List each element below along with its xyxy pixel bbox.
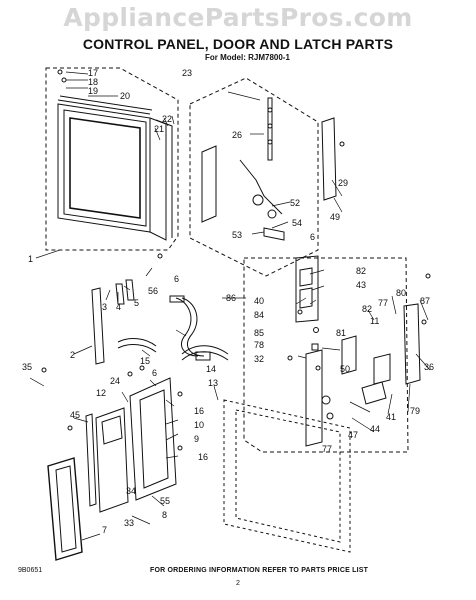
callout-15: 15 <box>140 356 150 366</box>
callout-22: 22 <box>162 114 172 124</box>
hinge-plate-right <box>321 117 337 201</box>
hinge-bracket <box>201 145 285 241</box>
screws <box>41 69 431 451</box>
callout-16b: 16 <box>198 452 208 462</box>
hinge-assembly-outline <box>189 77 319 277</box>
callout-50: 50 <box>340 364 350 374</box>
callout-49: 49 <box>330 212 340 222</box>
callout-3: 3 <box>102 302 107 312</box>
touch-keypad <box>95 407 129 513</box>
callout-32: 32 <box>254 354 264 364</box>
callout-17: 17 <box>88 68 98 78</box>
callout-4: 4 <box>116 302 121 312</box>
callout-79: 79 <box>410 406 420 416</box>
callout-54: 54 <box>292 218 302 228</box>
callout-7: 7 <box>102 525 107 535</box>
cavity-front-frame <box>223 399 351 553</box>
callout-84: 84 <box>254 310 264 320</box>
callout-77b: 77 <box>322 444 332 454</box>
callout-87: 87 <box>420 296 430 306</box>
callout-11: 11 <box>370 316 379 326</box>
leader-lines <box>29 71 431 541</box>
callout-78: 78 <box>254 340 264 350</box>
callout-34: 34 <box>126 486 136 496</box>
control-panel-frame <box>47 457 83 561</box>
callout-24: 24 <box>110 376 120 386</box>
callout-56: 56 <box>148 286 158 296</box>
callout-20: 20 <box>120 91 130 101</box>
callout-41: 41 <box>386 412 396 422</box>
watermark-text: AppliancePartsPros.com <box>63 3 413 32</box>
callout-82b: 82 <box>362 304 372 314</box>
wire-harness <box>117 295 229 361</box>
door-hook <box>115 279 135 305</box>
ordering-note: FOR ORDERING INFORMATION REFER TO PARTS … <box>150 567 369 574</box>
callout-16a: 16 <box>194 406 204 416</box>
door-trim-strip <box>57 95 153 115</box>
callout-14: 14 <box>206 364 216 374</box>
callout-44: 44 <box>370 424 380 434</box>
callout-6b: 6 <box>174 274 179 284</box>
callout-8: 8 <box>162 510 167 520</box>
door-assembly-outline <box>45 67 179 251</box>
callout-29: 29 <box>338 178 348 188</box>
callout-35: 35 <box>22 362 32 372</box>
page-title: CONTROL PANEL, DOOR AND LATCH PARTS <box>82 36 394 52</box>
callout-36: 36 <box>424 362 434 372</box>
callout-55: 55 <box>160 496 170 506</box>
callout-21: 21 <box>154 124 164 134</box>
callout-13: 13 <box>208 378 218 388</box>
callout-5: 5 <box>134 298 139 308</box>
callout-85: 85 <box>254 328 264 338</box>
callout-77a: 77 <box>378 298 388 308</box>
callout-81: 81 <box>336 328 346 338</box>
callout-43: 43 <box>356 280 366 290</box>
model-subtitle: For Model: RJM7800-1 <box>205 53 290 62</box>
drawing-code: 9B0651 <box>18 567 43 574</box>
callout-6a: 6 <box>310 232 315 242</box>
latch-rod <box>267 97 273 161</box>
callout-23: 23 <box>182 68 192 78</box>
callout-6c: 6 <box>152 368 157 378</box>
door-frame <box>57 103 173 241</box>
callout-33: 33 <box>124 518 134 528</box>
callout-47: 47 <box>348 430 358 440</box>
part-callouts: 17 18 19 20 23 22 21 26 29 49 52 54 53 6… <box>22 68 434 535</box>
callout-52: 52 <box>290 198 300 208</box>
callout-12: 12 <box>96 388 106 398</box>
callout-19: 19 <box>88 86 98 96</box>
callout-10: 10 <box>194 420 204 430</box>
callout-2: 2 <box>70 350 75 360</box>
page-number: 2 <box>236 580 240 587</box>
callout-40: 40 <box>254 296 264 306</box>
callout-80: 80 <box>396 288 406 298</box>
latch-assembly-outline <box>243 257 409 453</box>
callout-1: 1 <box>28 254 33 264</box>
callout-9: 9 <box>194 434 199 444</box>
callout-18: 18 <box>88 77 98 87</box>
callout-26: 26 <box>232 130 242 140</box>
control-panel-bracket <box>129 377 177 501</box>
callout-86: 86 <box>226 293 236 303</box>
callout-53: 53 <box>232 230 242 240</box>
trim-strip-45 <box>85 413 97 507</box>
latch-lever-strip <box>91 287 105 365</box>
callout-82a: 82 <box>356 266 366 276</box>
callout-45: 45 <box>70 410 80 420</box>
